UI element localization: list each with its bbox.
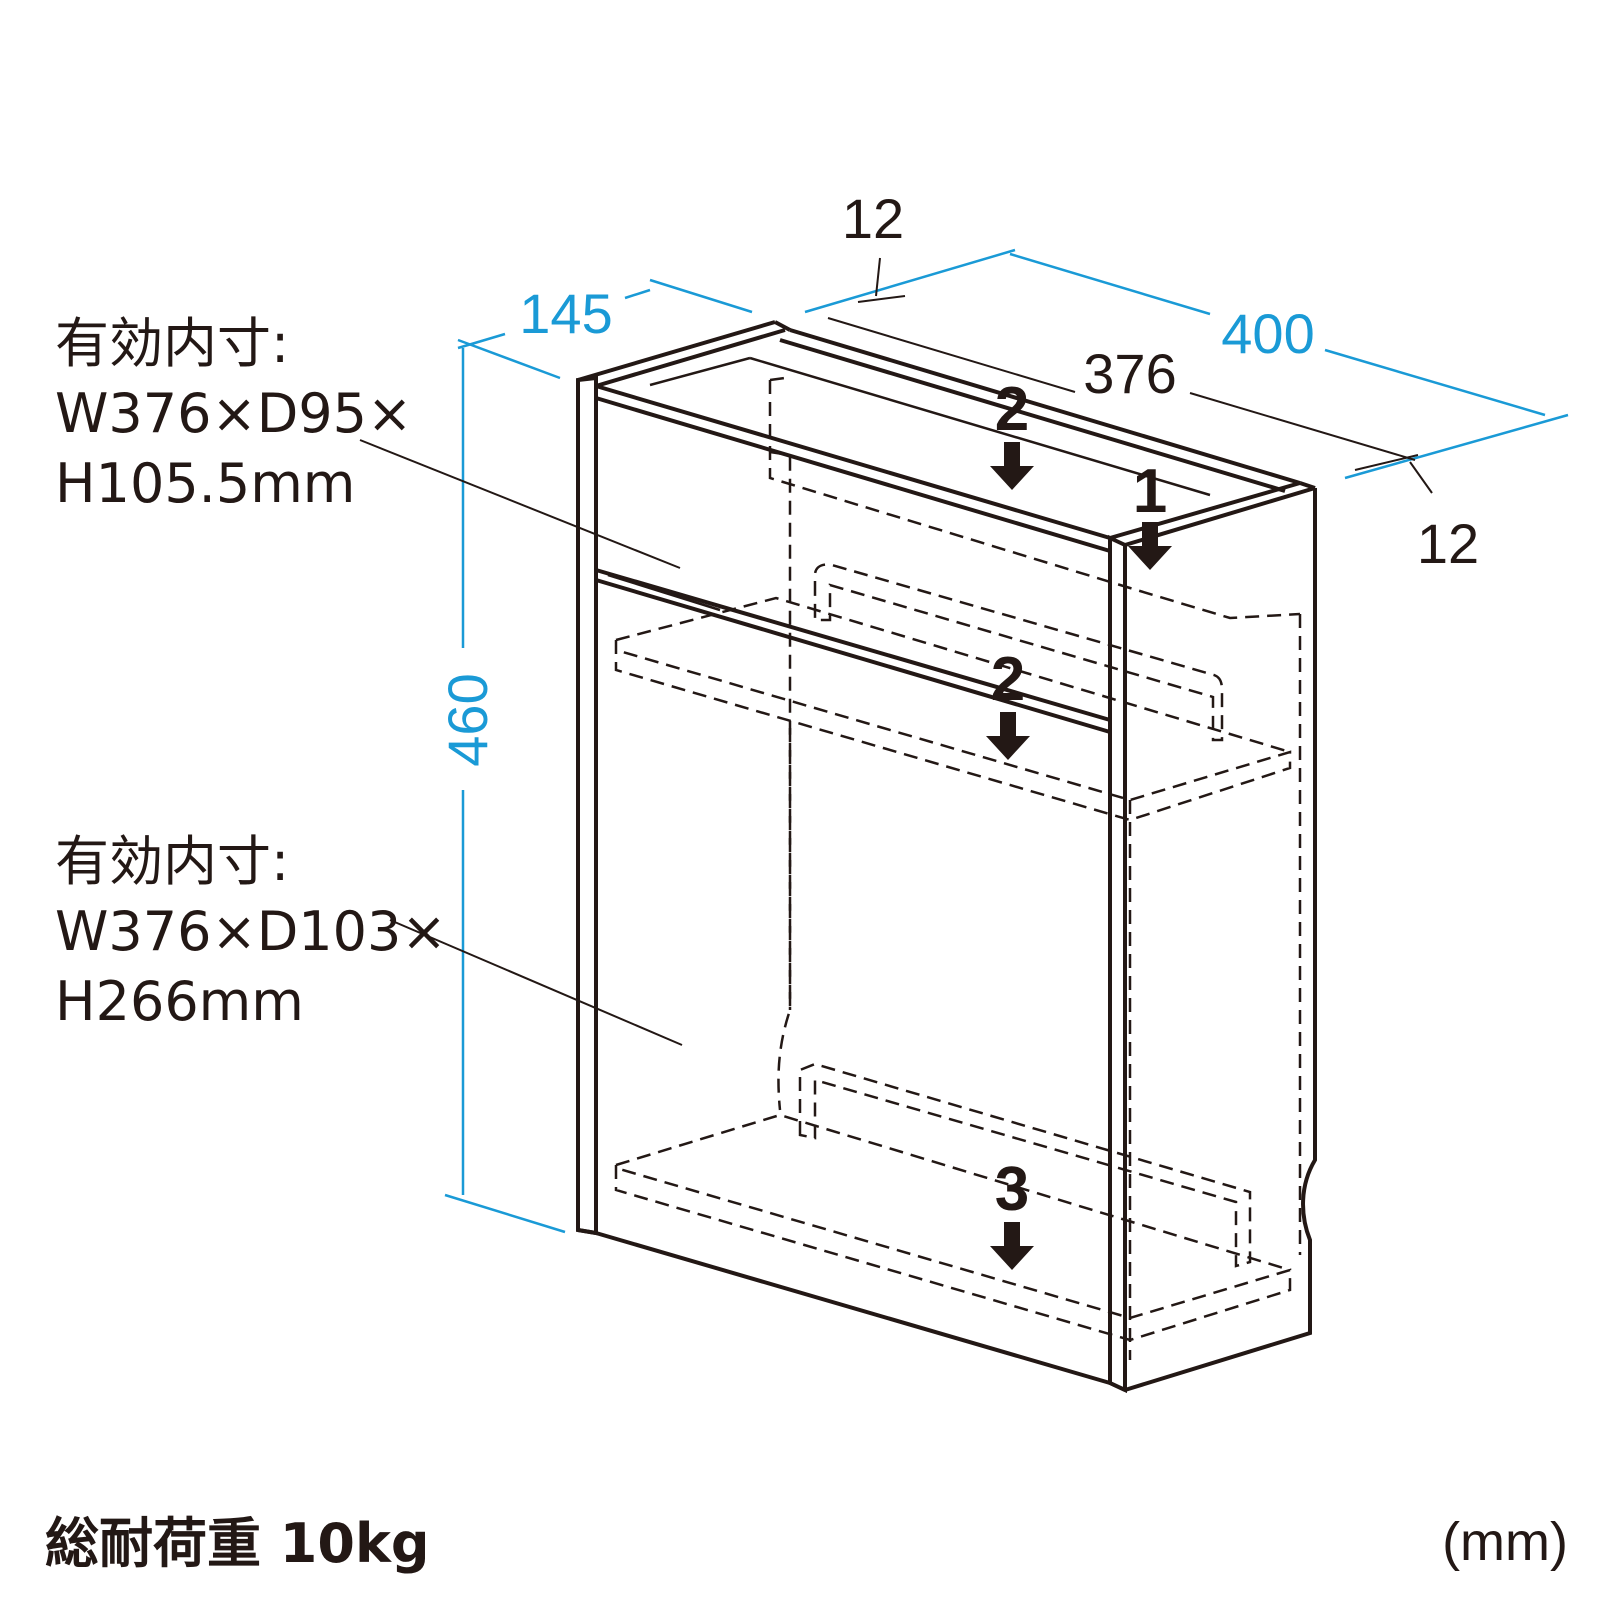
- right-panel-bottom: [1109, 1381, 1126, 1392]
- depth-extension-top: [649, 278, 753, 314]
- middle-shelf-front-top: [595, 568, 1111, 722]
- height-outer-value: 460: [436, 673, 499, 766]
- upper-label-line1: 有効内寸:: [55, 312, 289, 375]
- top-slot-rail: [768, 380, 1301, 620]
- width-extension-right: [1344, 413, 1569, 480]
- unit-label: (mm): [1442, 1512, 1568, 1572]
- thickness-right-tick: [1354, 454, 1419, 471]
- hidden-internal-parts: [614, 376, 1302, 1360]
- lower-compartment-label: 有効内寸: W376×D103× H266mm: [55, 830, 683, 1046]
- step-number-middle: 2: [991, 645, 1025, 714]
- arrow-down-icon: [990, 442, 1034, 490]
- right-panel-top-corner: [1299, 481, 1316, 490]
- board-thickness-right-value: 12: [1417, 512, 1479, 575]
- right-panel-top-edge: [1109, 481, 1301, 540]
- top-board-front-edge: [595, 384, 1111, 540]
- bottom-back-board: [798, 1062, 1252, 1268]
- upper-back-board: [813, 563, 1224, 742]
- height-extension-bottom: [444, 1193, 566, 1234]
- bottom-shelf-board: [614, 1113, 1292, 1342]
- inner-width-line-left: [827, 317, 1076, 393]
- cabinet-outline: [576, 320, 1317, 1394]
- board-thickness-left-value: 12: [842, 187, 904, 250]
- upper-label-leader: [359, 439, 681, 569]
- depth-dimension-line-left: [457, 332, 506, 350]
- lower-label-leader: [389, 919, 683, 1046]
- outer-dimension-lines: 145 400 460: [436, 248, 1569, 1234]
- width-dimension-line-right: [1009, 252, 1211, 316]
- top-board-front-lower-edge: [595, 396, 1111, 553]
- step-number-top-left: 2: [995, 375, 1029, 444]
- inner-width-line-right: [1189, 392, 1416, 461]
- top-board-back-edge: [789, 328, 1301, 485]
- middle-shelf-front-bottom: [595, 578, 1111, 734]
- left-panel-top-edge: [577, 320, 776, 382]
- bottom-front-edge: [595, 1231, 1111, 1385]
- top-slot-rail-inner: [769, 450, 792, 1010]
- upper-label-line2: W376×D95×: [55, 382, 412, 445]
- step-number-top-right: 1: [1133, 457, 1167, 526]
- depth-extension-front: [457, 338, 561, 380]
- lower-label-line3: H266mm: [55, 970, 304, 1033]
- step-number-bottom: 3: [995, 1155, 1029, 1224]
- left-side-panel: [576, 375, 598, 1236]
- top-board-inner-back-edge: [779, 338, 1286, 493]
- step-indicators: 2 1 2 3: [986, 375, 1172, 1270]
- upper-compartment-label: 有効内寸: W376×D95× H105.5mm: [55, 312, 681, 569]
- arrow-down-icon: [986, 712, 1030, 760]
- thickness-left-tick: [857, 295, 906, 303]
- lower-label-line1: 有効内寸:: [55, 830, 289, 893]
- width-outer-value: 400: [1221, 302, 1314, 365]
- left-panel-top-inner-edge: [595, 328, 786, 388]
- thickness-left-leader: [875, 257, 881, 297]
- inner-dimension-lines: 376 12 12: [827, 187, 1479, 575]
- depth-outer-value: 145: [519, 282, 612, 345]
- depth-dimension-line-right: [624, 288, 651, 300]
- upper-label-line3: H105.5mm: [55, 452, 355, 515]
- left-panel-back-edge: [774, 320, 791, 332]
- middle-shelf-board: [614, 596, 1292, 822]
- middle-shelf-front-side: [607, 573, 721, 612]
- right-side-panel: [1108, 534, 1127, 1394]
- width-dimension-line-top: [804, 248, 1016, 314]
- right-panel-back-edge: [1124, 488, 1317, 1392]
- thickness-right-leader: [1409, 461, 1433, 494]
- arrow-down-icon: [1128, 522, 1172, 570]
- total-load-capacity: 総耐荷重 10kg: [45, 1512, 430, 1575]
- top-board-rear-rail: [649, 356, 751, 387]
- top-board-rear-rail-2: [749, 356, 1211, 497]
- arrow-down-icon: [990, 1222, 1034, 1270]
- lower-back-left: [777, 728, 792, 1111]
- left-panel-bottom: [577, 1228, 597, 1235]
- width-dimension-line-right-2: [1324, 348, 1546, 417]
- lower-label-line2: W376×D103×: [55, 900, 447, 963]
- inner-width-value: 376: [1083, 342, 1176, 405]
- top-panel-back-left: [769, 376, 786, 382]
